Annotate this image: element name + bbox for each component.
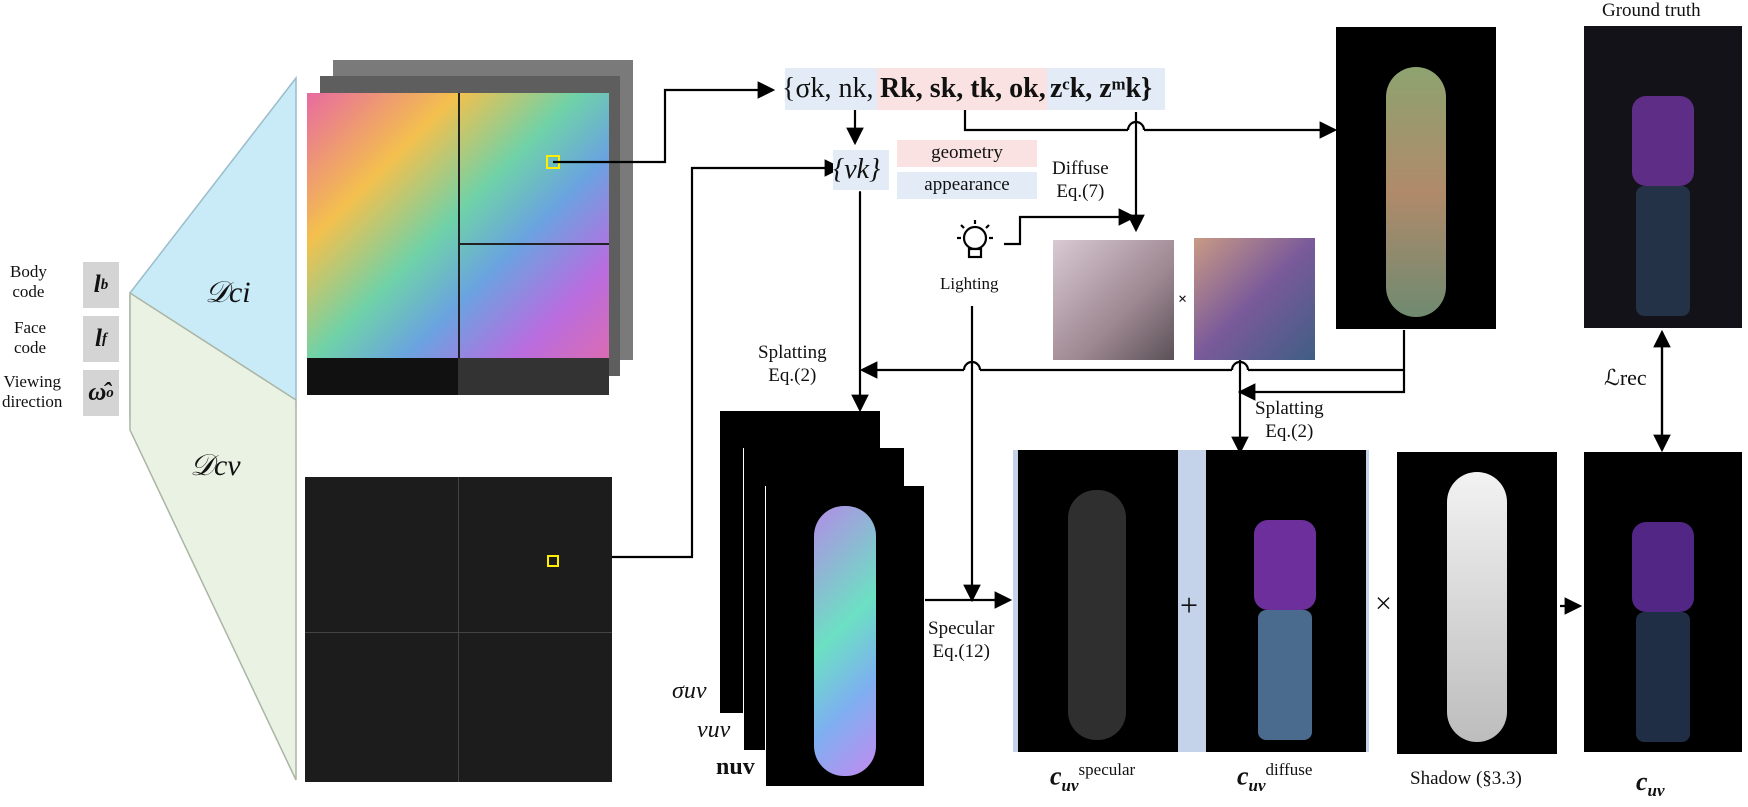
params-geometry-text: Rk, sk, tk, ok, [880, 73, 1046, 104]
uv-n-label: nuv [716, 754, 755, 780]
uv-v-label: vuv [697, 717, 731, 743]
final-output-label: cuv [1636, 767, 1665, 801]
uv-sigma-label: σuv [672, 678, 707, 704]
params-geometry-bg [877, 68, 1047, 110]
diffuse-label: Diffuse Eq.(7) [1052, 158, 1109, 202]
diffuse-texture-2 [1194, 238, 1315, 360]
specular-render [1018, 450, 1178, 752]
splatting-left-label: Splatting Eq.(2) [758, 342, 827, 386]
specular-output-label: cuvspecular [1050, 760, 1136, 795]
loss-label: ℒrec [1604, 365, 1647, 390]
params-sigma-bg [785, 68, 877, 110]
texture-map-front [307, 93, 609, 395]
decoder-cv-label: 𝒟cv [190, 449, 241, 482]
uv-map-n [765, 486, 924, 786]
plus-sign: + [1180, 587, 1199, 623]
params-sigma-text: {σk, nk, [782, 73, 874, 104]
params-appearance-bg [1047, 68, 1165, 110]
times-small: × [1178, 291, 1188, 308]
ground-truth-image [1584, 26, 1742, 328]
diffuse-texture-1 [1053, 240, 1174, 360]
face-code-label: Face code [14, 318, 47, 358]
final-render [1584, 452, 1742, 752]
diffuse-output-label: cuvdiffuse [1237, 760, 1313, 795]
decoder-ci-label: 𝒟ci [205, 276, 251, 309]
legend-geometry: geometry [897, 140, 1037, 167]
view-dir-box: ω̂o [83, 370, 119, 416]
shadow-render [1397, 452, 1557, 754]
gaussian-body-render [1336, 27, 1496, 329]
legend-appearance: appearance [897, 172, 1037, 199]
view-dir-label: Viewing direction [2, 372, 63, 412]
ground-truth-label: Ground truth [1602, 0, 1701, 21]
highlight-box-cv [547, 555, 559, 567]
specular-label: Specular Eq.(12) [928, 618, 995, 662]
body-code-label: Body code [10, 262, 47, 302]
splatting-right-label: Splatting Eq.(2) [1255, 398, 1324, 442]
params-v-text: {vk} [833, 154, 881, 185]
lighting-label: Lighting [940, 274, 999, 293]
shadow-label: Shadow (§3.3) [1410, 768, 1522, 789]
view-dependent-map [305, 477, 612, 782]
lightbulb-icon [953, 220, 997, 268]
params-appearance-text: zᶜk, zᵐk} [1050, 73, 1153, 104]
times-big: × [1375, 587, 1392, 620]
params-v-bg [833, 150, 889, 190]
diffuse-render [1206, 450, 1366, 752]
